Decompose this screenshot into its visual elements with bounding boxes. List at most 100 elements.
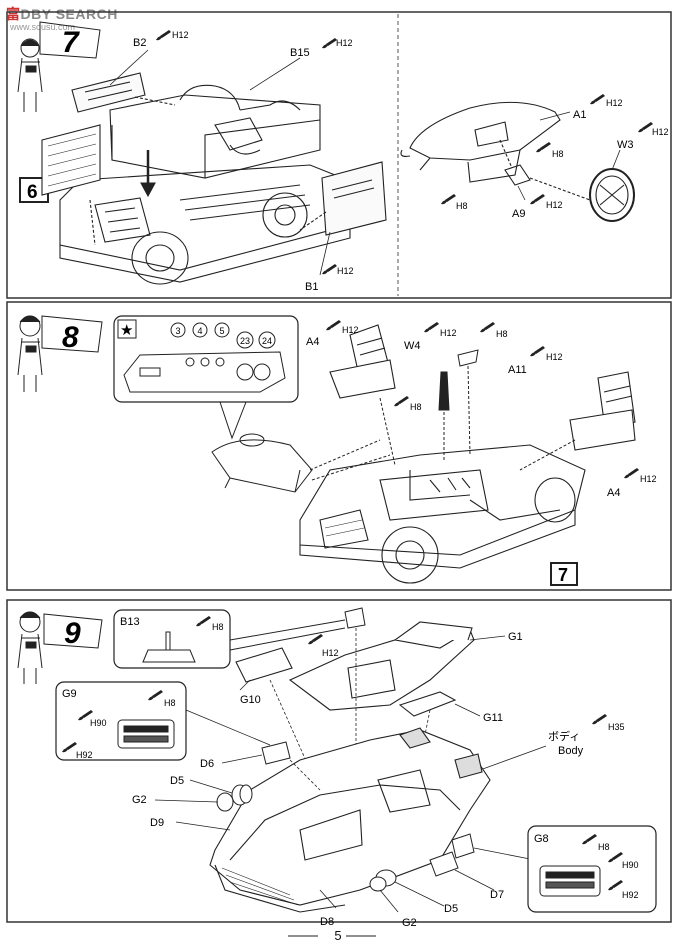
paint-g9-h8: H8 — [164, 698, 176, 708]
brush-icon — [592, 714, 607, 725]
paint-g9-h90: H90 — [90, 718, 107, 728]
label-D7: D7 — [490, 889, 504, 901]
leaders-9b — [154, 754, 536, 913]
label-A11: A11 — [508, 364, 527, 376]
step-8-panel: 8 ★ 3 4 5 23 24 — [6, 301, 672, 591]
gauge-parts: 3 4 5 23 24 — [170, 322, 276, 349]
star-icon: ★ — [120, 322, 133, 339]
paint-a4-right: H12 — [640, 474, 657, 484]
seat-right — [569, 371, 636, 451]
label-W3: W3 — [617, 139, 634, 151]
label-G9: G9 — [62, 688, 77, 700]
instructor-figure-8 — [17, 315, 43, 392]
part-3: 3 — [175, 326, 180, 336]
label-G1: G1 — [508, 631, 523, 643]
label-B15: B15 — [290, 47, 310, 59]
brush-icon — [441, 194, 456, 205]
label-D5-top: D5 — [170, 775, 184, 787]
taillight-g8 — [539, 865, 601, 897]
brush-icon — [530, 346, 545, 357]
inset-dashboard-drawing — [123, 351, 286, 393]
label-G2-bottom: G2 — [402, 917, 417, 929]
paint-h8b: H8 — [456, 201, 468, 211]
brush-icon — [322, 38, 337, 49]
chassis-drawing-7 — [41, 72, 387, 285]
label-B2: B2 — [133, 37, 146, 49]
paint-a1: H12 — [606, 98, 623, 108]
inset-dash-gauges — [113, 315, 299, 403]
step-9-panel: 9 B13 H8 H12 G9 H8 H90 H92 — [6, 599, 672, 929]
part-24: 24 — [262, 336, 272, 346]
brush-icon — [624, 468, 639, 479]
instructor-figure-9 — [17, 611, 43, 684]
label-G8: G8 — [534, 833, 549, 845]
leaders-7 — [109, 49, 331, 276]
paint-b15: H12 — [336, 38, 353, 48]
label-body-jp: ボディ — [548, 729, 580, 743]
watermark-cn: 富 — [6, 6, 21, 22]
leaders-7b — [517, 111, 621, 201]
paint-a9: H12 — [546, 200, 563, 210]
part-4: 4 — [197, 326, 202, 336]
car-body-drawing — [209, 727, 491, 913]
label-A4-left: A4 — [306, 336, 319, 348]
label-D9: D9 — [150, 817, 164, 829]
page-number: 5 — [334, 928, 342, 943]
paint-g8-h90: H90 — [622, 860, 639, 870]
brush-icon — [326, 320, 341, 331]
paint-a11-h8: H8 — [496, 329, 508, 339]
label-B1: B1 — [305, 281, 318, 293]
brush-icon — [424, 322, 439, 333]
brush-icon — [536, 142, 551, 153]
paint-w3: H12 — [652, 127, 669, 137]
label-body-en: Body — [558, 745, 584, 757]
seat-left — [329, 324, 396, 399]
windows-drawing — [235, 621, 475, 717]
taillight-g9 — [117, 719, 175, 749]
chassis-drawing-8 — [299, 444, 586, 584]
paint-w4-h8: H8 — [410, 402, 422, 412]
step-number-9: 9 — [64, 617, 81, 650]
dashboard-drawing-8 — [211, 433, 391, 493]
label-A9: A9 — [512, 208, 525, 220]
paint-b2: H12 — [172, 30, 189, 40]
part-5: 5 — [219, 326, 224, 336]
paint-b13: H8 — [212, 622, 224, 632]
paint-g9-h92: H92 — [76, 750, 93, 760]
paint-a4-left: H12 — [342, 325, 359, 335]
ref-step-7: 7 — [558, 565, 568, 585]
brush-icon — [638, 122, 653, 133]
watermark-brand: DBY SEARCH — [20, 6, 118, 22]
label-A4-right: A4 — [607, 487, 620, 499]
instructor-figure-7 — [17, 38, 43, 112]
dashboard-drawing-7 — [400, 101, 635, 222]
small-parts — [216, 741, 475, 892]
watermark-url: www.sousu.com — [10, 22, 76, 32]
brush-icon — [480, 322, 495, 333]
brush-icon — [394, 396, 409, 407]
label-W4: W4 — [404, 340, 421, 352]
paint-w4: H12 — [440, 328, 457, 338]
paint-g8-h8: H8 — [598, 842, 610, 852]
shifter — [379, 349, 576, 471]
brush-icon — [590, 94, 605, 105]
brush-icon — [322, 264, 337, 275]
step-number-8: 8 — [62, 321, 79, 354]
label-G11: G11 — [483, 712, 503, 724]
step-7-panel: 7 6 — [6, 11, 672, 299]
label-G2-left: G2 — [132, 794, 147, 806]
label-A1: A1 — [573, 109, 586, 121]
paint-b1: H12 — [337, 266, 354, 276]
label-B13: B13 — [120, 616, 140, 628]
label-D6: D6 — [200, 758, 214, 770]
watermark: 富DBY SEARCH — [6, 4, 118, 24]
brush-icon — [308, 634, 323, 645]
label-D5-bottom: D5 — [444, 903, 458, 915]
paint-h35: H35 — [608, 722, 625, 732]
brush-icon — [156, 30, 171, 41]
brush-icon — [530, 194, 545, 205]
mirror-drawing — [142, 619, 346, 663]
part-23: 23 — [240, 336, 250, 346]
ref-step-6: 6 — [27, 182, 38, 203]
